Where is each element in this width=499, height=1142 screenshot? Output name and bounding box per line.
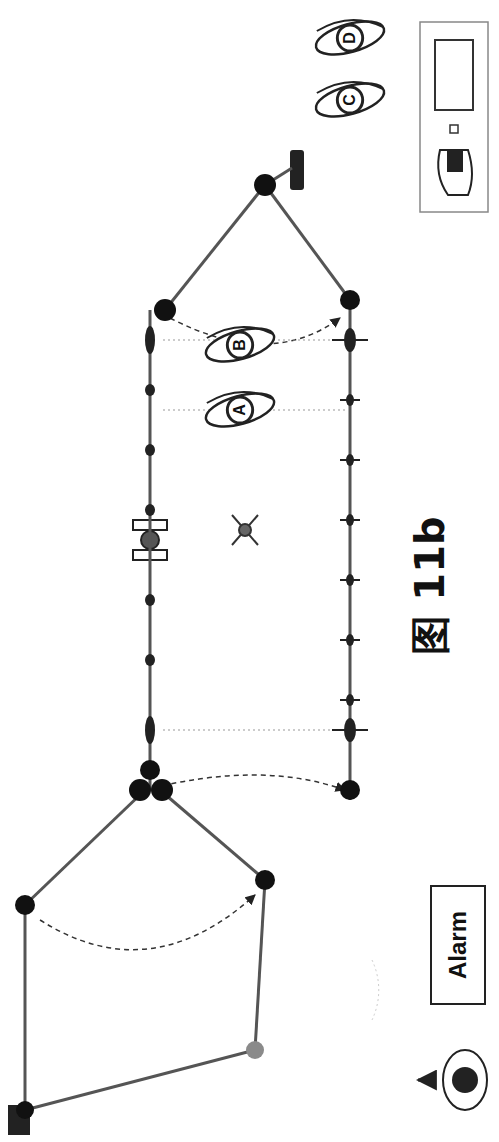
- motion-arrow: [40, 895, 255, 950]
- junction-dot: [140, 760, 160, 780]
- alarm-box: Alarm: [430, 885, 486, 1005]
- rail-sensor: [145, 384, 155, 396]
- camera-letter: A: [231, 404, 249, 416]
- rail-sensor: [145, 716, 155, 744]
- rail-sensor: [332, 328, 368, 352]
- junction-dot: [129, 779, 151, 801]
- alarm-text: Alarm: [444, 911, 472, 979]
- junction-dot: [16, 1101, 34, 1119]
- track-line: [265, 185, 350, 300]
- junction-dot: [15, 895, 35, 915]
- rail-sensor: [145, 504, 155, 516]
- rail-sensor: [340, 514, 360, 526]
- junction-dot: [151, 779, 173, 801]
- track-line: [255, 880, 265, 1050]
- junction-dot: [340, 780, 360, 800]
- track-line: [160, 790, 265, 880]
- rail-sensor: [340, 634, 360, 646]
- alarm-ring: [372, 960, 379, 1020]
- rail-sensor: [145, 654, 155, 666]
- sight-line: [160, 730, 345, 731]
- motion-arrow: [145, 775, 345, 790]
- rail-sensor: [145, 326, 155, 354]
- rail-sensor: [145, 594, 155, 606]
- figure-number: 图 11b: [402, 516, 457, 654]
- junction-dot: [255, 870, 275, 890]
- card-reader-panel: [420, 22, 488, 212]
- camera-icon: A: [201, 385, 279, 435]
- camera-icon: C: [311, 75, 389, 125]
- track-line: [25, 1050, 255, 1110]
- rail-sensor: [340, 394, 360, 406]
- camera-letter: D: [341, 32, 359, 44]
- rail-sensor: [145, 444, 155, 456]
- rail-sensor: [340, 694, 360, 706]
- figure-label: 图 11b: [361, 558, 499, 613]
- junction-dot: [254, 174, 276, 196]
- camera-letter: B: [231, 339, 249, 351]
- rail-sensor: [340, 574, 360, 586]
- camera-icon: B: [201, 320, 279, 370]
- camera-symbol: [232, 515, 258, 545]
- reader-device: [290, 150, 304, 190]
- track-line: [165, 185, 265, 310]
- junction-dot: [246, 1041, 264, 1059]
- camera-letter: C: [341, 94, 359, 106]
- camera-icon: D: [311, 13, 389, 63]
- rail-sensor: [332, 718, 368, 742]
- dome-camera: [418, 1050, 487, 1110]
- track-line: [24, 905, 27, 1110]
- junction-dot: [340, 290, 360, 310]
- junction-dot: [154, 299, 176, 321]
- track-line: [25, 790, 145, 905]
- rail-sensor: [340, 454, 360, 466]
